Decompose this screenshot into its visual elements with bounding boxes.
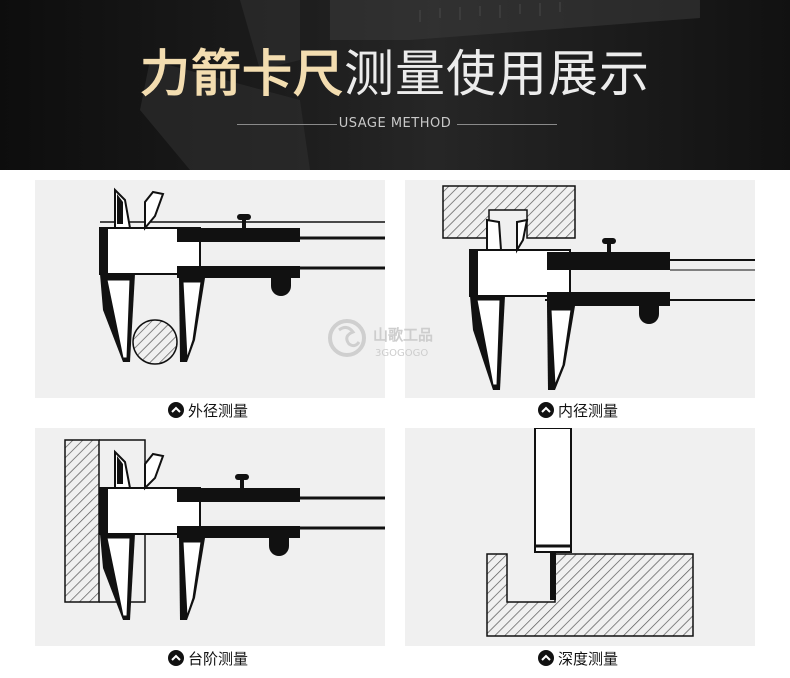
watermark-brand-en: 3GOGOGO [375,348,428,359]
subtitle-left-line [237,124,337,125]
caliper-background-image [140,0,700,170]
subtitle: USAGE METHOD [338,116,452,131]
chevron-up-icon [168,402,184,418]
chevron-up-icon [538,402,554,418]
chevron-up-icon [168,650,184,666]
depth-diagram [486,428,694,637]
panel-step [35,428,385,646]
caption-text: 深度测量 [558,649,619,668]
subtitle-right-line [457,124,557,125]
watermark-logo-icon: 山歌工品 3GOGOGO [328,319,433,359]
caption-depth: 深度测量 [538,648,618,668]
panel-inner-diameter [405,180,755,398]
caption-inner-diameter: 内径测量 [538,400,618,420]
caption-outer-diameter: 外径测量 [168,400,248,420]
panel-outer-diameter [35,180,385,398]
caption-text: 台阶测量 [188,649,249,668]
subtitle-row: USAGE METHOD [0,116,790,136]
panel-depth [405,428,755,646]
caption-text: 外径测量 [188,401,249,420]
caption-text: 内径测量 [558,401,619,420]
outer-diameter-diagram [99,187,385,365]
chevron-up-icon [538,650,554,666]
title-rest: 测量使用展示 [344,45,650,103]
caption-step: 台阶测量 [168,648,248,668]
watermark-brand-cn: 山歌工品 [373,326,433,344]
title-highlight: 力箭卡尺 [140,45,344,103]
brand-watermark: 山歌工品 3GOGOGO [327,316,467,362]
inner-diameter-diagram [442,185,755,390]
step-diagram [64,439,385,620]
page-title: 力箭卡尺测量使用展示 [0,44,790,104]
header-banner: 力箭卡尺测量使用展示 USAGE METHOD [0,0,790,170]
